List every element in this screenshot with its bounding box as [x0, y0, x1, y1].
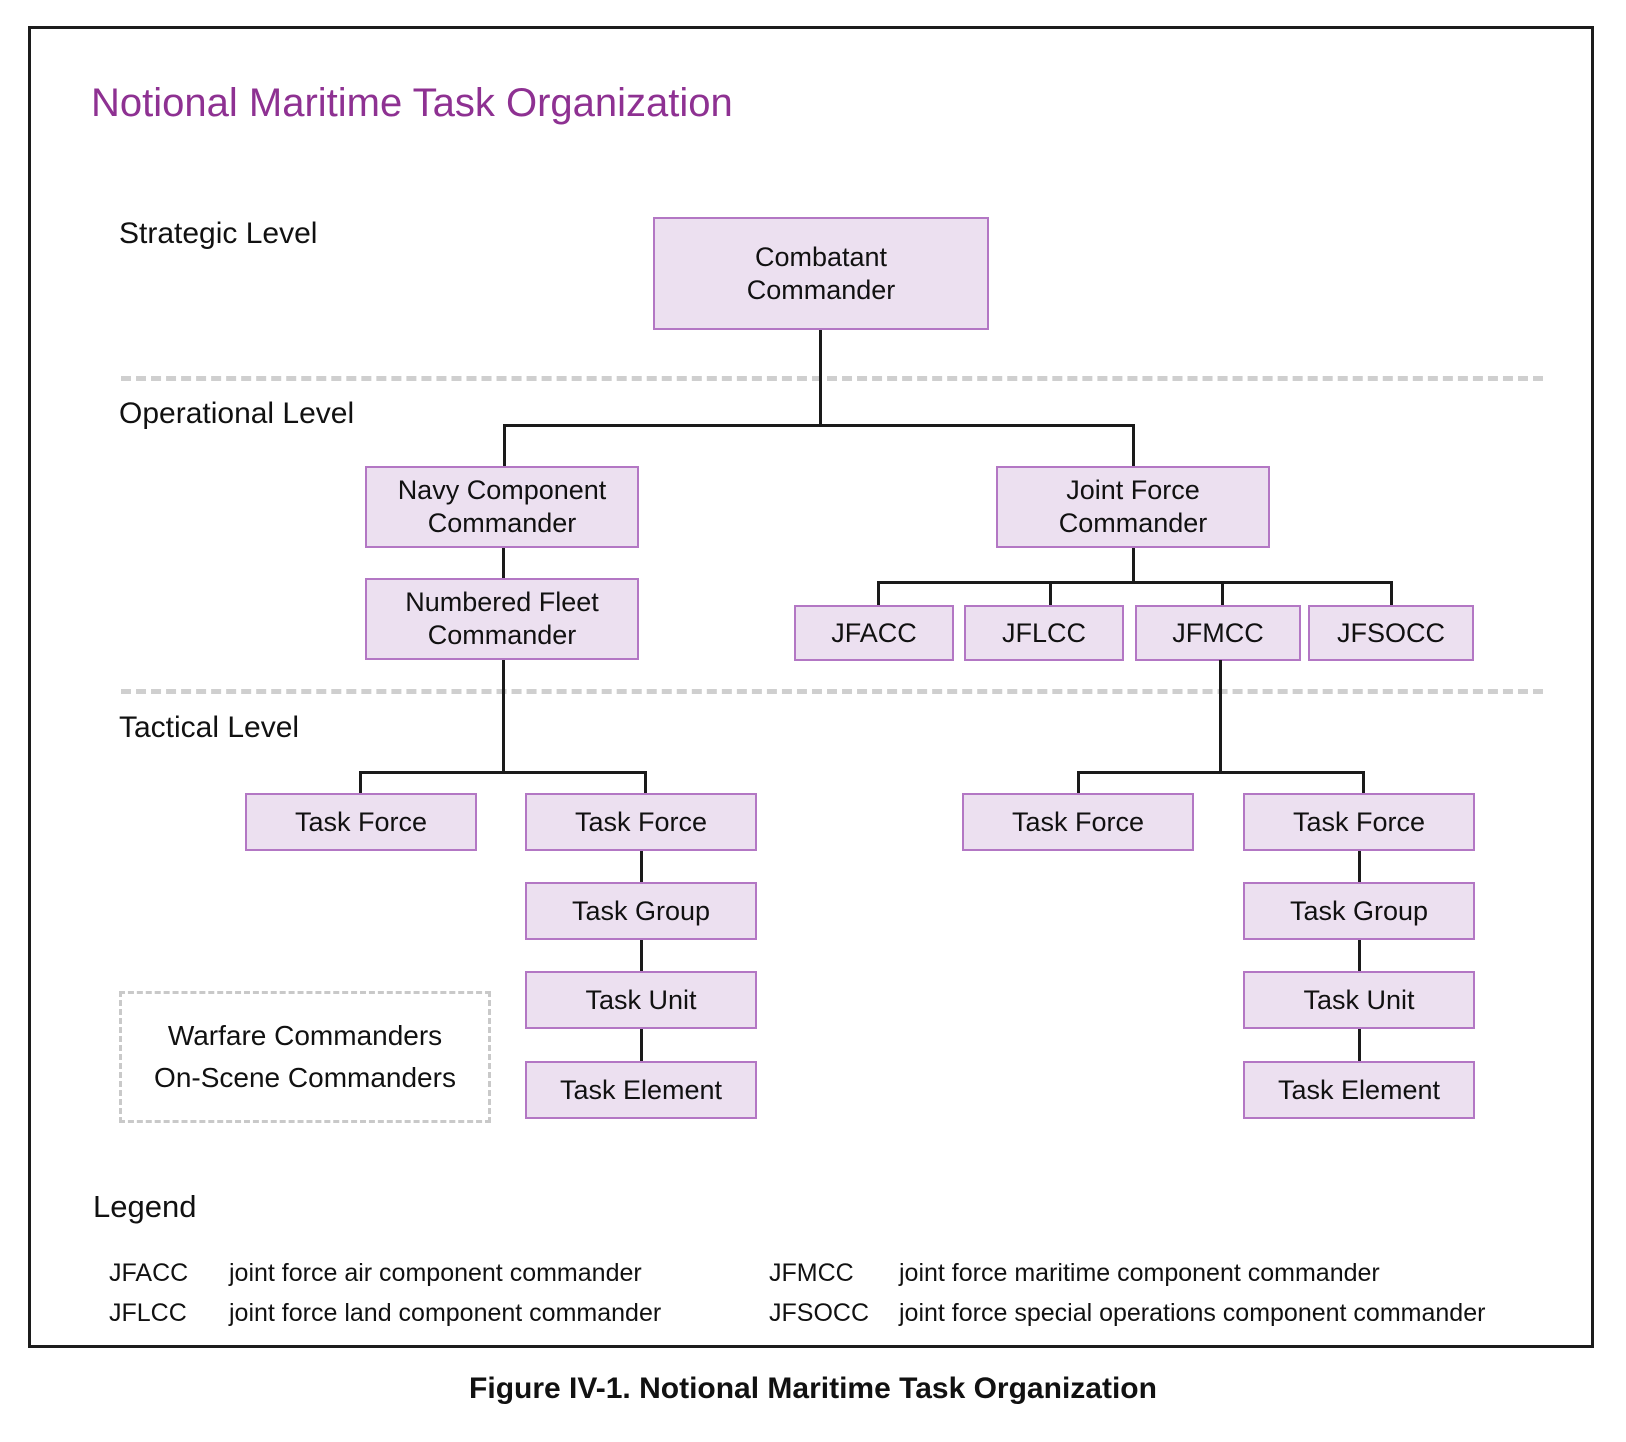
node-task-unit-right[interactable]: Task Unit — [1243, 971, 1475, 1029]
connector-left-tf-to-tg — [640, 851, 643, 882]
node-joint-force-commander-line2: Commander — [1058, 508, 1208, 538]
node-joint-force-commander-line1: Joint Force — [1066, 475, 1200, 506]
connector-jfmcc-drop-tf2 — [1362, 771, 1365, 793]
node-task-force-right-1-label: Task Force — [1011, 806, 1145, 837]
node-task-force-right-2-label: Task Force — [1292, 806, 1426, 837]
node-task-group-right-label: Task Group — [1289, 895, 1429, 926]
connector-nfc-drop-tf2 — [644, 771, 647, 793]
node-numbered-fleet-commander[interactable]: Numbered Fleet Commander — [365, 578, 639, 660]
node-navy-component-commander-line2: Commander — [427, 508, 577, 538]
node-task-force-left-2[interactable]: Task Force — [525, 793, 757, 851]
level-label-tactical: Tactical Level — [119, 711, 300, 744]
node-jfmcc-label: JFMCC — [1172, 617, 1264, 648]
level-label-strategic: Strategic Level — [119, 217, 318, 250]
connector-jfmcc-bus — [1077, 771, 1365, 774]
level-divider-operational-tactical — [121, 689, 1543, 694]
node-combatant-commander[interactable]: Combatant Commander — [653, 217, 989, 330]
connector-cc-stem — [819, 330, 822, 424]
figure-frame: Notional Maritime Task Organization Stra… — [28, 26, 1594, 1348]
legend-desc-jfsocc: joint force special operations component… — [899, 1298, 1486, 1327]
node-jfsocc-label: JFSOCC — [1337, 617, 1445, 648]
warfare-commanders-line1: Warfare Commanders — [167, 1020, 443, 1051]
node-jfacc[interactable]: JFACC — [794, 605, 954, 661]
figure-caption: Figure IV-1. Notional Maritime Task Orga… — [469, 1372, 1157, 1405]
node-task-group-left[interactable]: Task Group — [525, 882, 757, 940]
level-label-operational: Operational Level — [119, 397, 355, 430]
connector-jfc-stem — [1132, 548, 1135, 581]
node-numbered-fleet-commander-line1: Numbered Fleet — [405, 587, 599, 618]
node-combatant-commander-line1: Combatant — [754, 241, 888, 272]
connector-right-tf-to-tg — [1358, 851, 1361, 882]
connector-right-tg-to-tu — [1358, 940, 1361, 971]
node-task-unit-left-label: Task Unit — [585, 984, 697, 1015]
node-task-group-right[interactable]: Task Group — [1243, 882, 1475, 940]
node-task-element-right[interactable]: Task Element — [1243, 1061, 1475, 1119]
node-task-force-left-1-label: Task Force — [294, 806, 428, 837]
connector-jfc-drop-jfacc — [877, 581, 880, 605]
node-task-force-right-1[interactable]: Task Force — [962, 793, 1194, 851]
legend-desc-jflcc: joint force land component commander — [229, 1298, 662, 1327]
connector-nfc-bus — [359, 771, 647, 774]
node-jflcc[interactable]: JFLCC — [964, 605, 1124, 661]
connector-left-tg-to-tu — [640, 940, 643, 971]
legend-title: Legend — [93, 1189, 197, 1224]
node-task-element-left-label: Task Element — [559, 1074, 723, 1105]
legend-abbr-jfsocc: JFSOCC — [769, 1298, 869, 1327]
legend-desc-jfmcc: joint force maritime component commander — [899, 1259, 1380, 1287]
connector-nfc-drop-tf1 — [359, 771, 362, 793]
legend-abbr-jflcc: JFLCC — [109, 1298, 187, 1327]
connector-jfmcc-drop-tf1 — [1077, 771, 1080, 793]
connector-jfc-drop-jfmcc — [1221, 581, 1224, 605]
node-numbered-fleet-commander-line2: Commander — [427, 620, 577, 650]
node-jfmcc[interactable]: JFMCC — [1135, 605, 1301, 661]
level-divider-strategic-operational — [121, 376, 1543, 381]
node-navy-component-commander[interactable]: Navy Component Commander — [365, 466, 639, 548]
node-task-unit-right-label: Task Unit — [1303, 984, 1415, 1015]
legend-abbr-jfmcc: JFMCC — [769, 1259, 854, 1287]
node-navy-component-commander-line1: Navy Component — [397, 475, 607, 506]
node-combatant-commander-line2: Commander — [746, 274, 896, 305]
connector-jfc-drop-jfsocc — [1390, 581, 1393, 605]
node-jfacc-label: JFACC — [831, 617, 917, 648]
node-task-element-right-label: Task Element — [1277, 1074, 1441, 1105]
warfare-commanders-annotation-box: Warfare Commanders On-Scene Commanders — [119, 991, 491, 1123]
connector-jfc-drop-jflcc — [1049, 581, 1052, 605]
node-task-group-left-label: Task Group — [571, 895, 711, 926]
node-task-force-left-2-label: Task Force — [574, 806, 708, 837]
node-task-unit-left[interactable]: Task Unit — [525, 971, 757, 1029]
connector-left-tu-to-te — [640, 1029, 643, 1061]
legend-abbr-jfacc: JFACC — [109, 1259, 189, 1287]
on-scene-commanders-line2: On-Scene Commanders — [154, 1062, 456, 1093]
node-jfsocc[interactable]: JFSOCC — [1308, 605, 1474, 661]
node-task-element-left[interactable]: Task Element — [525, 1061, 757, 1119]
connector-cc-bus — [503, 424, 1135, 427]
connector-jfc-bus — [877, 581, 1393, 584]
node-joint-force-commander[interactable]: Joint Force Commander — [996, 466, 1270, 548]
node-task-force-right-2[interactable]: Task Force — [1243, 793, 1475, 851]
connector-jfmcc-stem — [1219, 660, 1222, 771]
connector-ncc-to-nfc — [502, 548, 505, 578]
page-title: Notional Maritime Task Organization — [91, 81, 733, 125]
node-task-force-left-1[interactable]: Task Force — [245, 793, 477, 851]
connector-cc-drop-right — [1132, 424, 1135, 466]
node-jflcc-label: JFLCC — [1001, 617, 1086, 648]
connector-cc-drop-left — [503, 424, 506, 466]
legend-desc-jfacc: joint force air component commander — [229, 1259, 642, 1287]
connector-right-tu-to-te — [1358, 1029, 1361, 1061]
legend-grid: JFACC joint force air component commande… — [109, 1257, 1589, 1331]
connector-nfc-stem — [502, 660, 505, 771]
